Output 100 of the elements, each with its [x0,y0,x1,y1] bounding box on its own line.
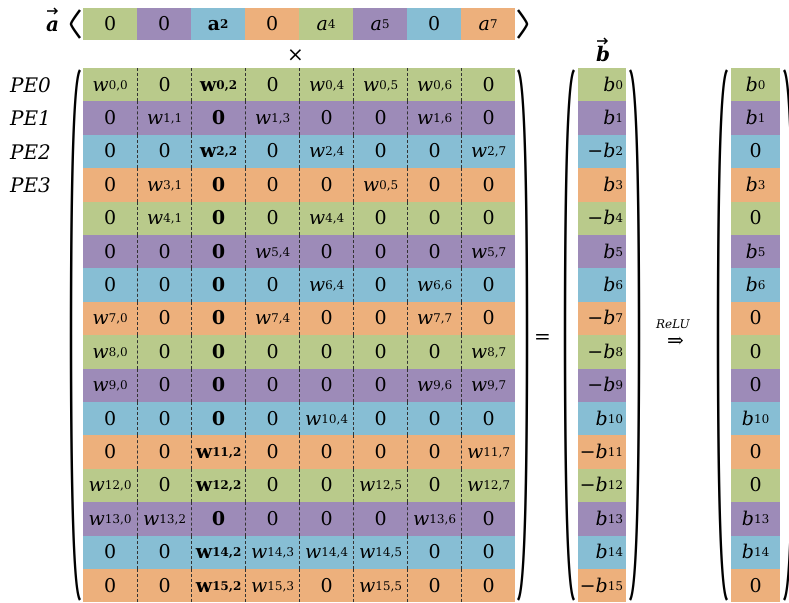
matrix-entry: 0 [137,302,191,336]
matrix-entry: 0 [137,468,191,502]
matrix-entry: 0 [461,302,515,336]
matrix-entry: 0 [191,268,245,302]
matrix-entry: 0 [83,134,137,168]
matrix-entry: 0 [461,536,515,569]
matrix-entry: 0 [461,569,515,602]
matrix-entry: 0 [407,536,461,569]
operator-label: ReLU [656,318,690,330]
matrix-entry: 0 [245,468,299,502]
matrix-entry: 0 [245,502,299,536]
matrix-entry: 0 [191,235,245,268]
matrix-entry: 0 [137,134,191,168]
matrix-entry: 0 [191,502,245,536]
matrix-entry: 0 [137,569,191,602]
matrix-entry: 0 [137,268,191,302]
vector-entry: 0 [407,8,461,40]
vector-entry: 0 [731,202,780,235]
matrix-entry: 0 [245,168,299,202]
matrix-entry: 0 [299,468,353,502]
matrix-entry: 0 [461,268,515,302]
matrix-entry: 0 [353,202,407,235]
matrix-entry: 0 [353,335,407,369]
vector-entry: 0 [731,368,780,402]
matrix-entry: 0 [191,402,245,436]
matrix-entry: 0 [83,101,137,135]
matrix-entry: 0 [461,101,515,135]
matrix-entry: 0 [407,435,461,469]
matrix-entry: 0 [245,134,299,168]
matrix-entry: 0 [353,268,407,302]
matrix-entry: 0 [245,435,299,469]
matrix-entry: 0 [461,202,515,235]
matrix-entry: 0 [191,302,245,336]
matrix-entry: 0 [191,335,245,369]
matrix-entry: 0 [245,335,299,369]
matrix-entry: 0 [407,402,461,436]
vector-entry: 0 [731,134,780,168]
row-label: PE2 [10,142,51,162]
matrix-entry: 0 [407,168,461,202]
matrix-entry: 0 [83,168,137,202]
vector-entry: 0 [731,435,780,469]
matrix-entry: 0 [137,68,191,102]
matrix-entry: 0 [461,502,515,536]
matrix-entry: 0 [299,335,353,369]
vector-entry: 0 [245,8,299,40]
matrix-entry: 0 [353,402,407,436]
matrix-entry: 0 [353,134,407,168]
vector-entry: 0 [137,8,191,40]
matrix-entry: 0 [299,168,353,202]
matrix-entry: 0 [83,268,137,302]
matrix-entry: 0 [299,302,353,336]
matrix-entry: 0 [137,235,191,268]
matrix-entry: 0 [299,235,353,268]
row-label: PE0 [10,75,51,95]
matrix-entry: 0 [461,68,515,102]
matrix-entry: 0 [353,368,407,402]
matrix-entry: 0 [245,402,299,436]
times-symbol: × [287,44,304,64]
matrix-entry: 0 [353,235,407,268]
vector-entry: 0 [731,335,780,369]
matrix-entry: 0 [191,368,245,402]
matrix-entry: 0 [137,435,191,469]
matrix-entry: 0 [137,368,191,402]
matrix-entry: 0 [191,168,245,202]
matrix-entry: 0 [191,202,245,235]
matrix-entry: 0 [407,468,461,502]
vector-entry: 0 [731,302,780,336]
matrix-entry: 0 [461,168,515,202]
matrix-entry: 0 [353,502,407,536]
matrix-entry: 0 [137,402,191,436]
vector-entry: 0 [731,468,780,502]
vector-symbol: a [46,14,59,34]
matrix-entry: 0 [245,68,299,102]
matrix-entry: 0 [83,402,137,436]
equals-sign: = [534,326,551,346]
matrix-entry: 0 [299,502,353,536]
matrix-entry: 0 [83,202,137,235]
vector-symbol: b [596,44,610,64]
row-label: PE1 [10,108,51,128]
matrix-entry: 0 [407,569,461,602]
matrix-entry: 0 [353,101,407,135]
matrix-entry: 0 [299,101,353,135]
matrix-entry: 0 [245,368,299,402]
row-label: PE3 [10,175,51,196]
implies-arrow: ⇒ [667,330,684,350]
vector-entry: 0 [731,569,780,602]
matrix-entry: 0 [299,368,353,402]
matrix-entry: 0 [407,235,461,268]
matrix-entry: 0 [299,569,353,602]
matrix-entry: 0 [245,202,299,235]
matrix-entry: 0 [407,134,461,168]
matrix-entry: 0 [137,335,191,369]
matrix-entry: 0 [137,536,191,569]
matrix-entry: 0 [353,302,407,336]
matrix-entry: 0 [191,101,245,135]
matrix-entry: 0 [83,235,137,268]
matrix-entry: 0 [83,536,137,569]
matrix-entry: 0 [83,569,137,602]
matrix-entry: 0 [353,435,407,469]
matrix-entry: 0 [299,435,353,469]
